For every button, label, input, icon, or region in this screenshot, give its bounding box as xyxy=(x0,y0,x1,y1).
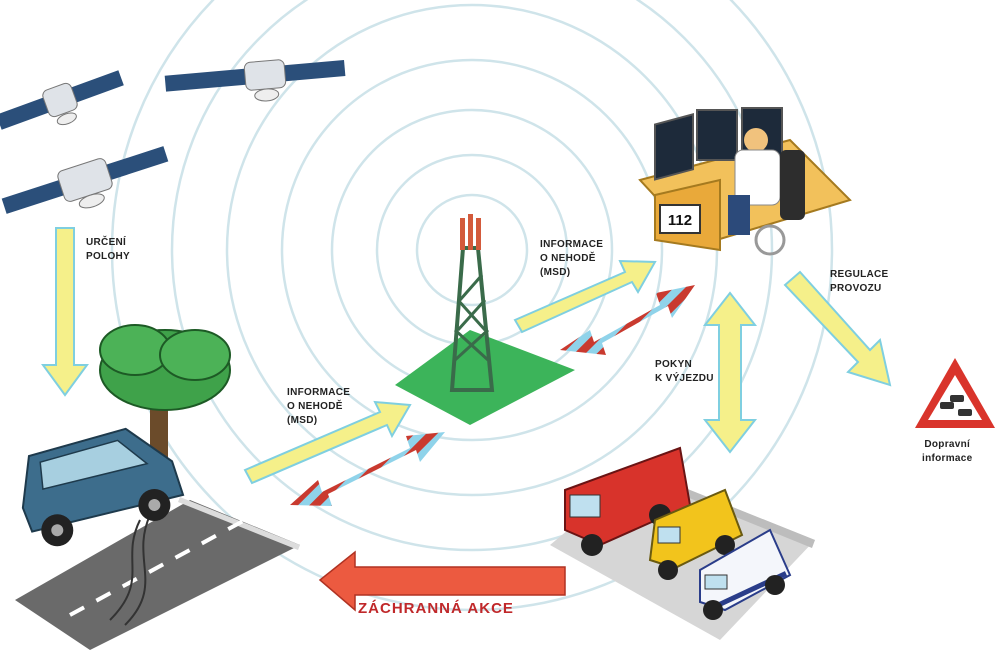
regulation-label-line: REGULACE xyxy=(830,269,889,280)
radio-waves xyxy=(110,0,834,612)
traffic-info-label: Dopravní informace xyxy=(922,438,973,466)
msd-arrow-tower-to-dispatch xyxy=(513,259,657,334)
dispatch-order-arrow xyxy=(702,291,758,454)
rescue-action-arrow xyxy=(318,550,566,612)
dispatch-order-label: POKYN K VÝJEZDU xyxy=(655,358,714,386)
satellite-icon xyxy=(164,59,346,102)
dispatch-order-label-line: K VÝJEZDU xyxy=(655,373,714,384)
position-label-line: URČENÍ xyxy=(86,237,127,248)
msd-label-line: O NEHODĚ xyxy=(287,401,343,412)
tower-icon xyxy=(395,214,575,425)
road xyxy=(15,497,300,650)
tree-icon xyxy=(99,324,231,475)
traffic-info-label-line: informace xyxy=(922,453,973,464)
msd-label-line: INFORMACE xyxy=(287,387,351,398)
traffic-regulation-arrow xyxy=(783,270,892,387)
regulation-label: REGULACE PROVOZU xyxy=(830,268,889,296)
bidirectional-arrow-tower-dispatch xyxy=(560,285,695,355)
police-car-icon xyxy=(699,528,792,620)
traffic-info-label-line: Dopravní xyxy=(924,439,971,450)
msd-arrow-car-to-tower xyxy=(243,400,412,485)
dispatch-order-label-line: POKYN xyxy=(655,359,693,370)
regulation-label-line: PROVOZU xyxy=(830,283,882,294)
msd-label-tower: INFORMACE O NEHODĚ (MSD) xyxy=(540,238,603,280)
msd-label-line: INFORMACE xyxy=(540,239,604,250)
msd-label-line: O NEHODĚ xyxy=(540,253,596,264)
desk-number: 112 xyxy=(668,212,692,229)
satellite-icon xyxy=(0,70,124,130)
msd-label-line: (MSD) xyxy=(287,415,318,426)
position-arrow xyxy=(41,227,89,397)
bidirectional-arrow-car-tower xyxy=(290,432,445,506)
operator-icon xyxy=(638,107,852,256)
position-label-line: POLOHY xyxy=(86,251,131,262)
msd-label-car: INFORMACE O NEHODĚ (MSD) xyxy=(287,386,350,428)
warning-sign-icon xyxy=(915,358,995,428)
rescue-action-label: ZÁCHRANNÁ AKCE xyxy=(358,600,514,617)
car-icon xyxy=(21,427,185,547)
position-label: URČENÍ POLOHY xyxy=(86,236,130,264)
msd-label-line: (MSD) xyxy=(540,267,571,278)
ambulance-icon xyxy=(648,488,744,580)
satellite-icon xyxy=(1,146,169,214)
